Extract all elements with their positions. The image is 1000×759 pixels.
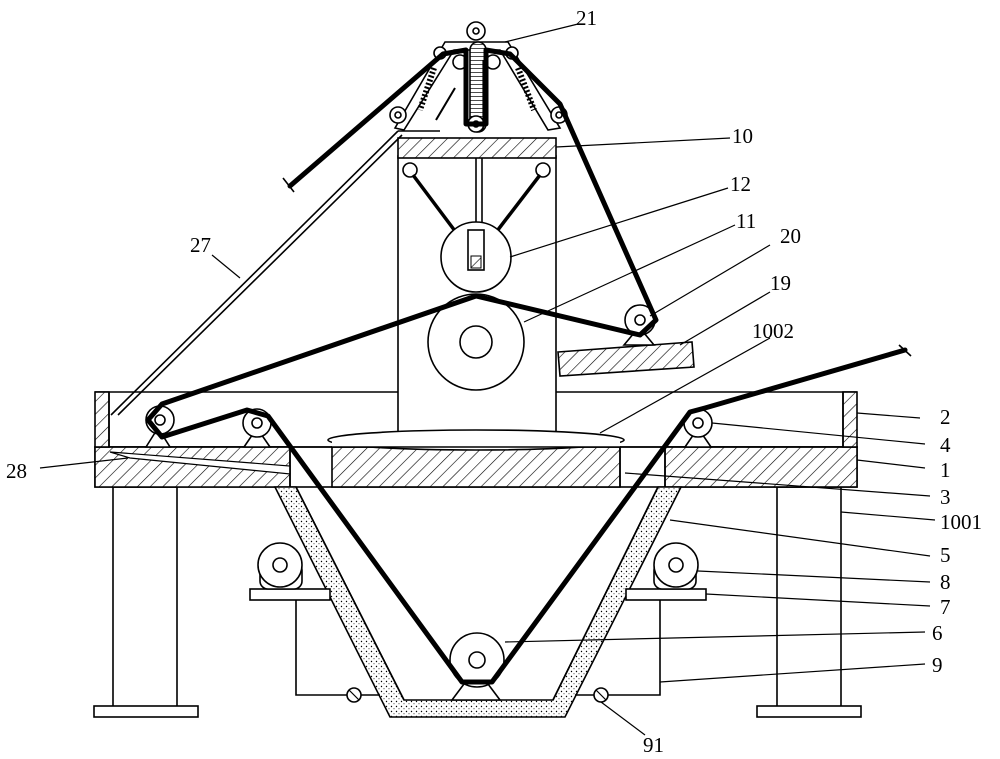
label-10: 10 (732, 124, 753, 148)
label-4: 4 (940, 433, 951, 457)
label-1: 1 (940, 458, 951, 482)
base-table (94, 446, 858, 488)
conveyor-belt (145, 47, 912, 685)
top-plate (397, 137, 557, 245)
inclined-plate (557, 341, 695, 377)
label-91: 91 (643, 733, 664, 757)
trough-tank (273, 486, 683, 718)
guide-rod (110, 130, 440, 416)
label-21: 21 (576, 6, 597, 30)
wheel-11 (427, 293, 525, 391)
label-19: 19 (770, 271, 791, 295)
label-2: 2 (940, 405, 951, 429)
label-27: 27 (190, 233, 211, 257)
label-1002: 1002 (752, 319, 794, 343)
roller-6 (449, 632, 505, 701)
label-9: 9 (932, 653, 943, 677)
wheel-12 (440, 221, 512, 293)
leader-lines (39, 23, 936, 736)
part-labels: 21 10 12 11 20 19 1002 2 4 1 3 1001 5 8 … (6, 6, 982, 757)
label-20: 20 (780, 224, 801, 248)
label-1001: 1001 (940, 510, 982, 534)
label-6: 6 (932, 621, 943, 645)
label-3: 3 (940, 485, 951, 509)
side-shelves (249, 542, 707, 601)
label-28: 28 (6, 459, 27, 483)
label-11: 11 (736, 209, 756, 233)
label-12: 12 (730, 172, 751, 196)
label-8: 8 (940, 570, 951, 594)
label-7: 7 (940, 595, 951, 619)
label-5: 5 (940, 543, 951, 567)
